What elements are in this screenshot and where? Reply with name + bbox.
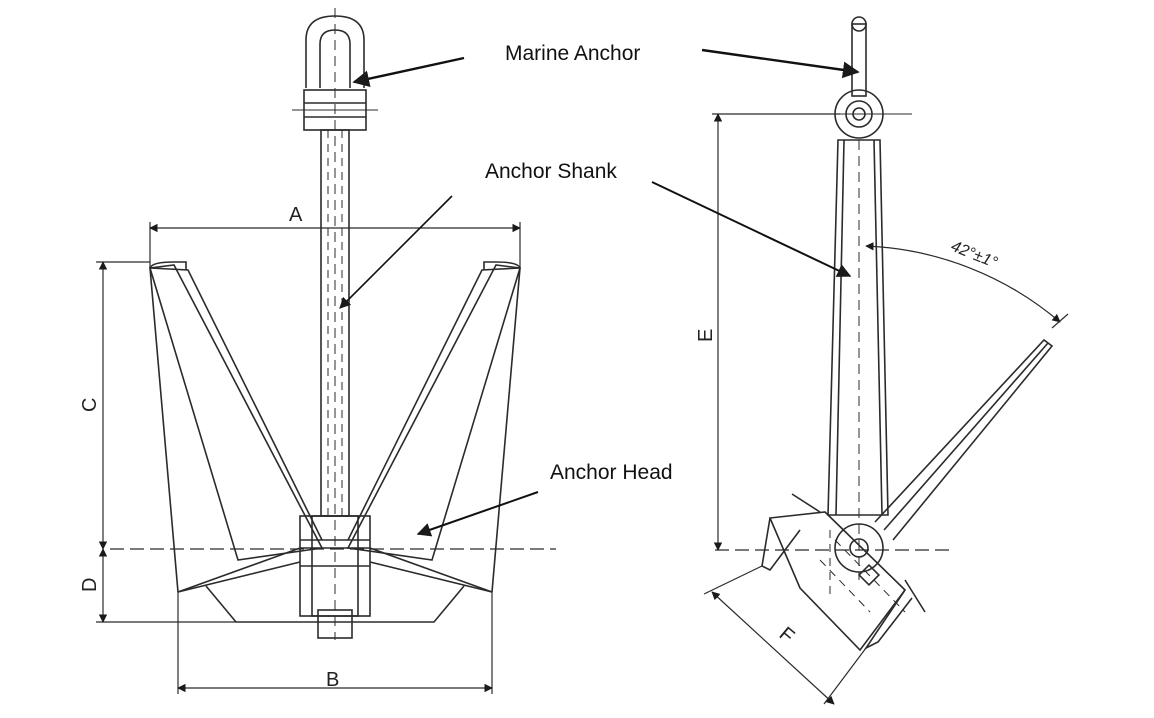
leader-shank-right <box>651 181 852 277</box>
crown-base <box>205 585 465 623</box>
label-anchor-shank: Anchor Shank <box>485 160 617 183</box>
body-left-side <box>149 267 179 593</box>
leader-head <box>416 491 539 537</box>
dim-label-e: E <box>695 329 717 342</box>
dim-label-a: A <box>289 204 303 226</box>
label-anchor-head: Anchor Head <box>550 461 673 484</box>
front-dimensions <box>96 222 521 694</box>
right-fluke <box>346 264 522 561</box>
dim-line-f <box>711 591 835 705</box>
dim-label-d: D <box>79 578 101 592</box>
body-right-side <box>491 267 521 593</box>
crown-plate <box>177 547 493 593</box>
label-marine-anchor: Marine Anchor <box>505 42 641 65</box>
side-crown <box>768 511 907 652</box>
side-view <box>715 16 1054 652</box>
side-hinge <box>834 523 884 573</box>
side-shank <box>827 139 889 516</box>
leader-marine-anchor-right <box>701 48 860 79</box>
dim-label-c: C <box>79 398 101 412</box>
side-dimensions <box>703 113 1069 705</box>
leader-marine-anchor-left <box>352 56 465 87</box>
dim-label-f: F <box>775 623 799 648</box>
leader-shank-left <box>339 195 453 309</box>
callout-leaders <box>339 48 860 537</box>
angle-arc <box>865 242 1061 323</box>
front-view <box>110 8 556 640</box>
angle-label: 42°±1° <box>949 238 1001 272</box>
left-fluke <box>148 264 324 561</box>
dim-label-b: B <box>326 669 339 691</box>
side-shackle <box>851 23 867 97</box>
